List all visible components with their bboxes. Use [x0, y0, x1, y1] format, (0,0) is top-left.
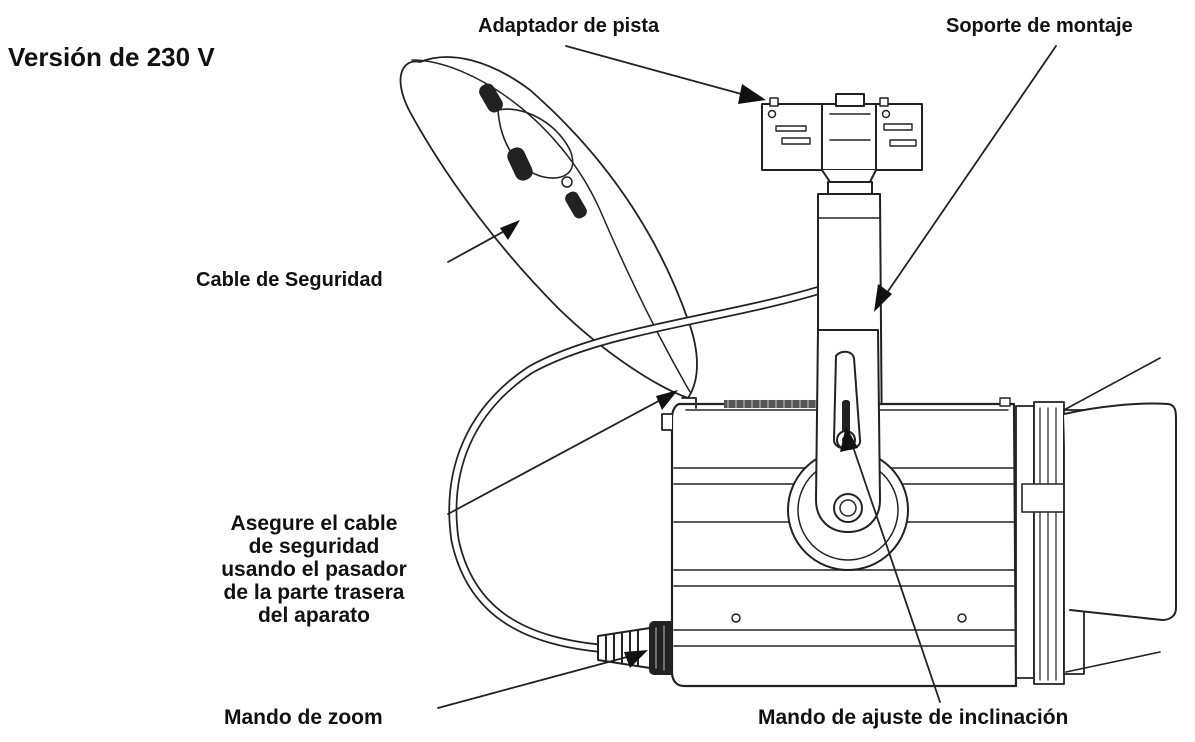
secure-line-2: de seguridad: [248, 535, 380, 558]
secure-line-4: de la parte trasera: [223, 581, 405, 604]
label-track-adapter: Adaptador de pista: [478, 15, 660, 37]
front-barn-doors: [1015, 357, 1177, 685]
leader-lines: [437, 45, 1057, 709]
safety-cable-loop: [399, 56, 698, 399]
secure-line-5: del aparato: [257, 604, 371, 627]
tilt-hub: [787, 329, 909, 571]
label-mounting-bracket: Soporte de montaje: [946, 15, 1133, 37]
label-safety-cable: Cable de Seguridad: [196, 269, 383, 291]
secure-line-1: Asegure el cable: [230, 512, 398, 535]
track-adapter: [761, 93, 923, 195]
secure-line-3: usando el pasador: [221, 558, 407, 581]
label-secure-cable: Asegure el cable de seguridad usando el …: [196, 512, 432, 627]
arrow-heads: [500, 84, 892, 668]
label-tilt-knob: Mando de ajuste de inclinación: [758, 706, 1069, 729]
label-zoom-knob: Mando de zoom: [224, 706, 383, 729]
diagram-title: Versión de 230 V: [8, 42, 215, 72]
